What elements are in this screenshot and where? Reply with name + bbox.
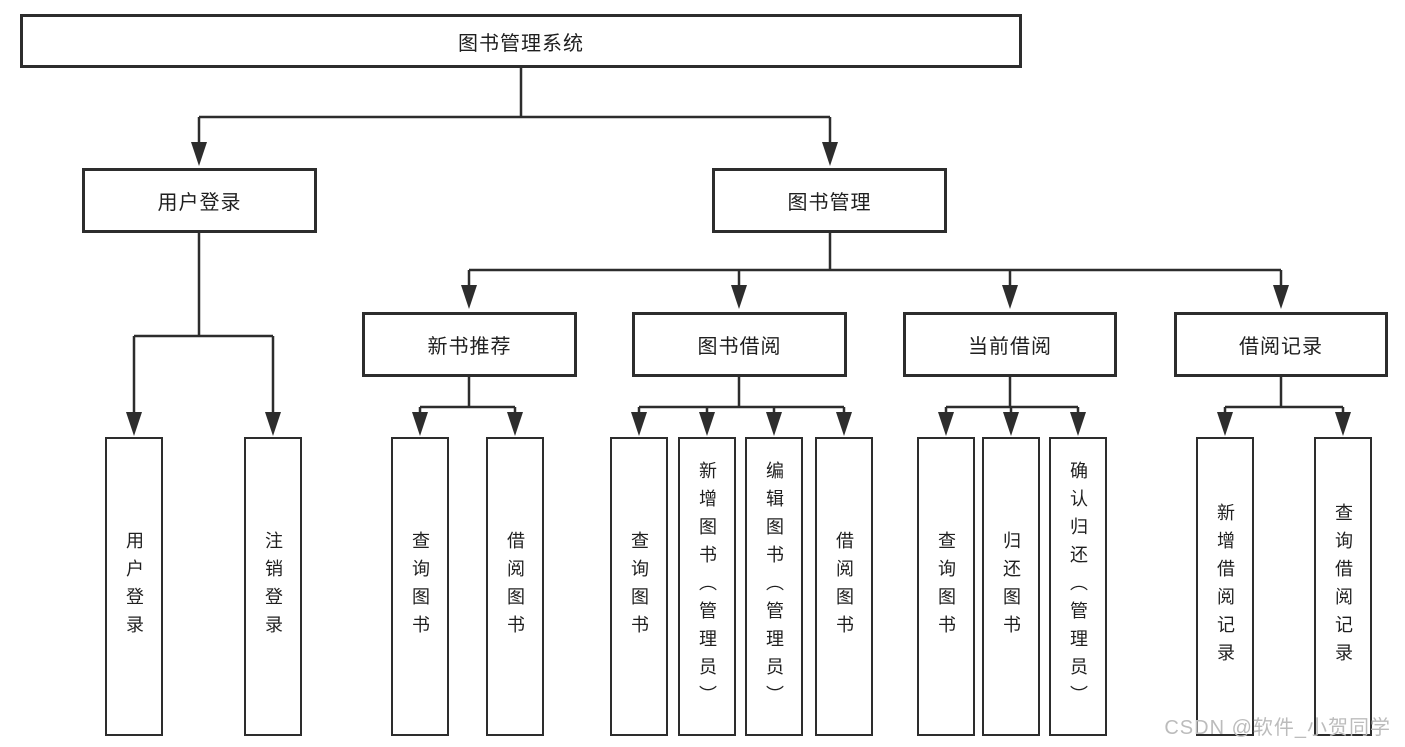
node-book-borrow: 图书借阅 bbox=[632, 312, 847, 377]
leaf-add-books-admin: 新增图书（管理员） bbox=[678, 437, 736, 736]
leaf-recommend-borrow-books-label: 借阅图书 bbox=[505, 530, 525, 643]
leaf-logout-label: 注销登录 bbox=[263, 530, 283, 643]
leaf-recommend-borrow-books: 借阅图书 bbox=[486, 437, 544, 736]
leaf-return-books: 归还图书 bbox=[982, 437, 1040, 736]
node-book-management-label: 图书管理 bbox=[787, 192, 872, 214]
leaf-edit-books-admin: 编辑图书（管理员） bbox=[745, 437, 803, 736]
node-current-borrow-label: 当前借阅 bbox=[968, 336, 1052, 358]
leaf-query-borrow-record-label: 查询借阅记录 bbox=[1333, 502, 1353, 671]
node-root: 图书管理系统 bbox=[20, 14, 1022, 68]
leaf-borrow-query-books: 查询图书 bbox=[610, 437, 668, 736]
node-root-label: 图书管理系统 bbox=[458, 32, 584, 55]
arrowhead-icons bbox=[126, 142, 1351, 436]
node-book-borrow-label: 图书借阅 bbox=[697, 336, 782, 358]
leaf-return-books-label: 归还图书 bbox=[1001, 530, 1021, 643]
leaf-confirm-return-admin: 确认归还（管理员） bbox=[1049, 437, 1107, 736]
leaf-borrow-books-label: 借阅图书 bbox=[834, 530, 854, 643]
node-user-login-label: 用户登录 bbox=[157, 192, 242, 214]
leaf-current-query-books: 查询图书 bbox=[917, 437, 975, 736]
node-borrow-records-label: 借阅记录 bbox=[1239, 336, 1323, 358]
node-current-borrow: 当前借阅 bbox=[903, 312, 1117, 377]
node-borrow-records: 借阅记录 bbox=[1174, 312, 1388, 377]
leaf-confirm-return-admin-label: 确认归还（管理员） bbox=[1068, 460, 1088, 713]
leaf-borrow-books: 借阅图书 bbox=[815, 437, 873, 736]
leaf-recommend-query-books-label: 查询图书 bbox=[410, 530, 430, 643]
node-book-management: 图书管理 bbox=[712, 168, 947, 233]
leaf-query-borrow-record: 查询借阅记录 bbox=[1314, 437, 1372, 736]
leaf-borrow-query-books-label: 查询图书 bbox=[629, 530, 649, 643]
node-new-book-recommend: 新书推荐 bbox=[362, 312, 577, 377]
leaf-current-query-books-label: 查询图书 bbox=[936, 530, 956, 643]
leaf-edit-books-admin-label: 编辑图书（管理员） bbox=[764, 460, 784, 713]
leaf-add-borrow-record-label: 新增借阅记录 bbox=[1215, 502, 1235, 671]
csdn-watermark: CSDN @软件_小贺同学 bbox=[1164, 717, 1391, 739]
leaf-logout: 注销登录 bbox=[244, 437, 302, 736]
leaf-add-books-admin-label: 新增图书（管理员） bbox=[697, 460, 717, 713]
leaf-add-borrow-record: 新增借阅记录 bbox=[1196, 437, 1254, 736]
leaf-user-login-label: 用户登录 bbox=[124, 530, 144, 643]
node-new-book-recommend-label: 新书推荐 bbox=[427, 336, 512, 358]
leaf-user-login: 用户登录 bbox=[105, 437, 163, 736]
leaf-recommend-query-books: 查询图书 bbox=[391, 437, 449, 736]
node-user-login: 用户登录 bbox=[82, 168, 317, 233]
